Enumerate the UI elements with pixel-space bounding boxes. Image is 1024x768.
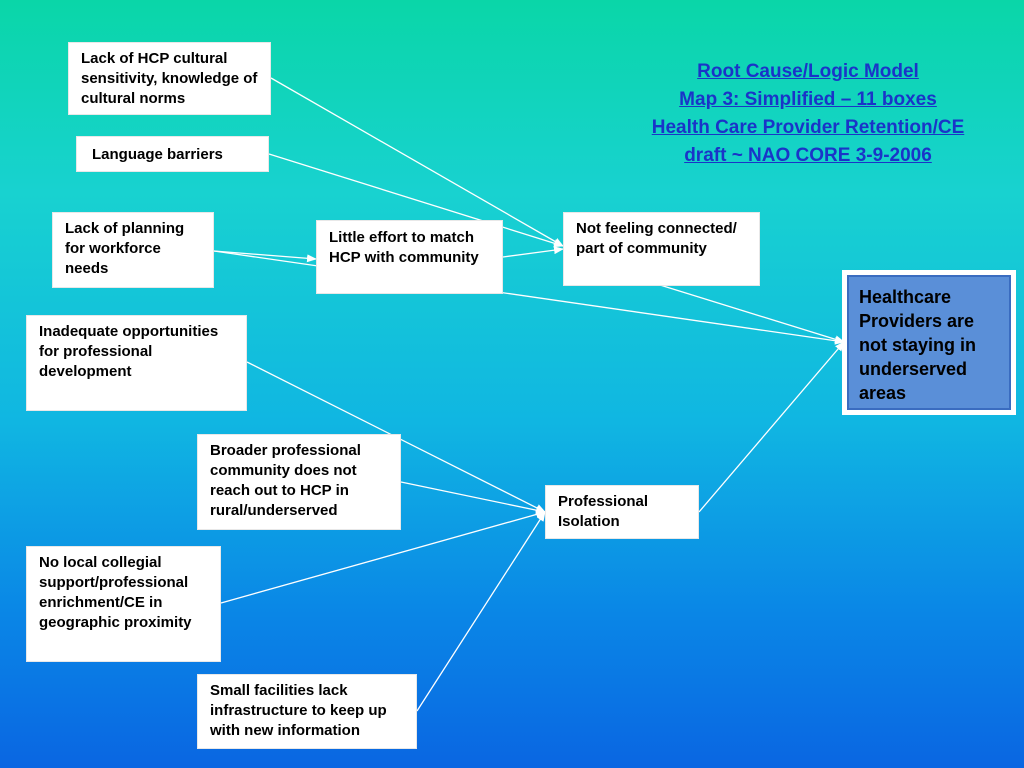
node-broader-community: Broader professional community does not …: [197, 434, 401, 530]
node-no-local-support: No local collegial support/professional …: [26, 546, 221, 662]
node-small-facilities-label: Small facilities lack infrastructure to …: [210, 682, 387, 739]
node-not-connected: Not feeling connected/ part of community: [563, 212, 760, 286]
node-workforce-planning: Lack of planning for workforce needs: [52, 212, 214, 288]
node-inadequate-opportunities-label: Inadequate opportunities for professiona…: [39, 323, 219, 380]
arrow-isolation-to-goal: [698, 341, 845, 513]
node-professional-isolation-label: Professional Isolation: [558, 493, 649, 530]
title-line-2[interactable]: Map 3: Simplified – 11 boxes: [679, 89, 937, 110]
node-cultural-sensitivity-label: Lack of HCP cultural sensitivity, knowle…: [81, 50, 258, 107]
arrow-not-connected-to-goal: [659, 284, 845, 344]
node-goal-label: Healthcare Providers are not staying in …: [859, 287, 976, 403]
arrow-broader-to-isolation: [400, 481, 546, 515]
node-not-connected-label: Not feeling connected/ part of community: [576, 220, 737, 257]
node-workforce-planning-label: Lack of planning for workforce needs: [65, 220, 185, 277]
title-line-4[interactable]: draft ~ NAO CORE 3-9-2006: [684, 145, 932, 166]
node-cultural-sensitivity: Lack of HCP cultural sensitivity, knowle…: [68, 42, 271, 115]
arrow-no-local-to-isolation: [220, 510, 546, 604]
node-language-barriers-label: Language barriers: [92, 146, 223, 163]
title-line-1[interactable]: Root Cause/Logic Model: [697, 61, 919, 82]
node-small-facilities: Small facilities lack infrastructure to …: [197, 674, 417, 749]
node-goal: Healthcare Providers are not staying in …: [842, 270, 1016, 415]
node-language-barriers: Language barriers: [76, 136, 269, 172]
title-line-3[interactable]: Health Care Provider Retention/CE: [651, 117, 965, 138]
node-professional-isolation: Professional Isolation: [545, 485, 699, 539]
diagram-title: Root Cause/Logic Model Map 3: Simplified…: [612, 58, 1004, 170]
node-little-effort-label: Little effort to match HCP with communit…: [329, 229, 479, 266]
node-no-local-support-label: No local collegial support/professional …: [39, 554, 192, 631]
node-little-effort: Little effort to match HCP with communit…: [316, 220, 503, 294]
arrow-cultural-to-not-connected: [270, 77, 564, 247]
node-goal-panel: Healthcare Providers are not staying in …: [847, 275, 1011, 410]
arrow-planning-to-little-effort: [213, 250, 317, 263]
arrow-small-facilities-to-isolation: [416, 511, 546, 712]
node-broader-community-label: Broader professional community does not …: [210, 442, 361, 519]
arrow-little-effort-to-not-connected: [502, 246, 564, 258]
node-inadequate-opportunities: Inadequate opportunities for professiona…: [26, 315, 247, 411]
arrow-language-to-not-connected: [268, 153, 564, 248]
